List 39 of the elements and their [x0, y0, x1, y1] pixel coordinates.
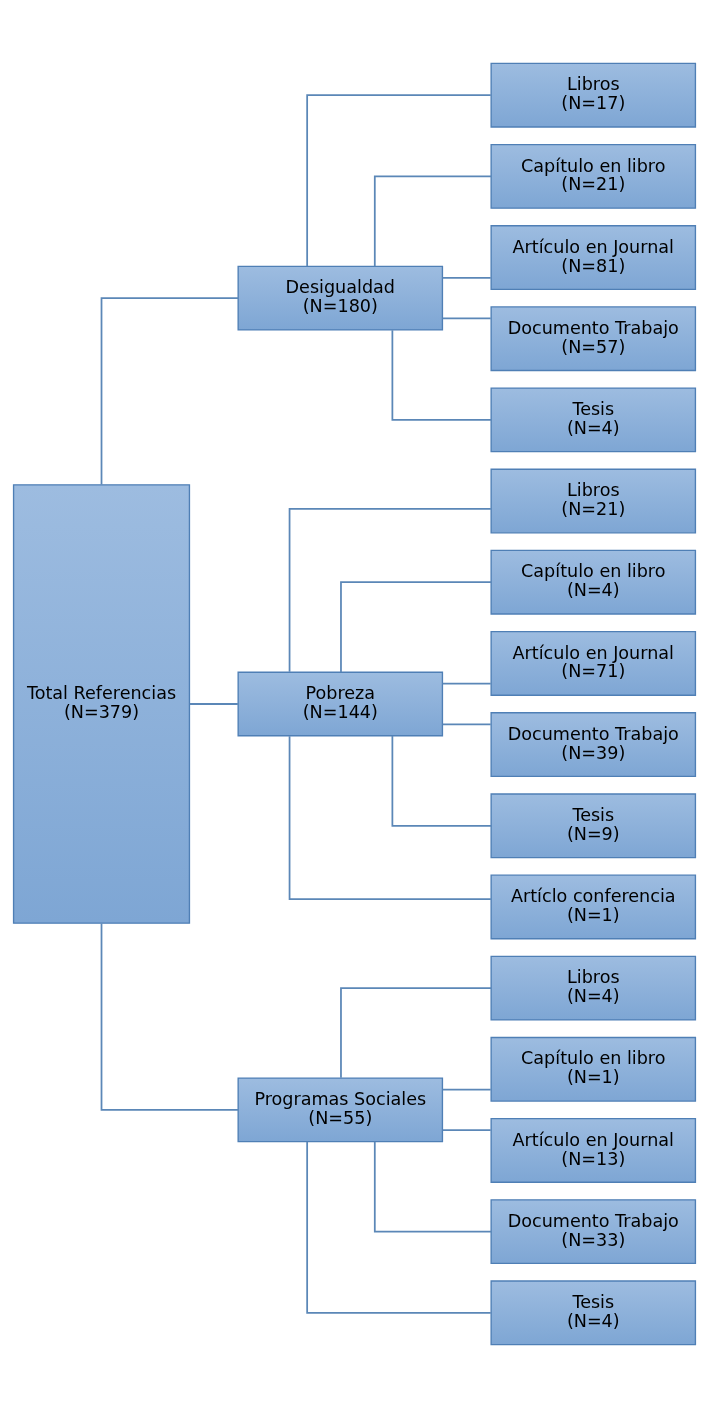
- connector: [441, 682, 492, 685]
- node-box: Libros (N=17): [490, 62, 697, 128]
- node-box: Documento Trabajo (N=33): [490, 1199, 697, 1265]
- node-box: Capítulo en libro (N=4): [490, 549, 697, 615]
- connector: [441, 317, 492, 320]
- connector: [391, 329, 492, 421]
- node-box: Capítulo en libro (N=21): [490, 143, 697, 209]
- connector: [288, 507, 492, 673]
- node-box: Documento Trabajo (N=57): [490, 306, 697, 372]
- node-box: Capítulo en libro (N=1): [490, 1036, 697, 1102]
- node-box: Documento Trabajo (N=39): [490, 712, 697, 778]
- connector: [391, 735, 492, 827]
- node-box: Libros (N=4): [490, 955, 697, 1021]
- connector: [100, 922, 239, 1111]
- node-box: Tesis (N=4): [490, 1280, 697, 1346]
- connector: [188, 703, 239, 705]
- connector: [441, 276, 492, 279]
- node-box: Total Referencias (N=379): [12, 484, 191, 924]
- connector: [100, 297, 239, 486]
- node-box: Artículo en Journal (N=71): [490, 630, 697, 696]
- node-box: Artículo en Journal (N=81): [490, 225, 697, 290]
- connector: [441, 723, 492, 726]
- node-box: Tesis (N=9): [490, 793, 697, 859]
- connector: [441, 1129, 492, 1132]
- connector: [340, 987, 492, 1079]
- node-box: Desigualdad (N=180): [237, 265, 444, 331]
- node-box: Artículo en Journal (N=13): [490, 1118, 697, 1183]
- connector: [373, 1140, 492, 1233]
- connector: [340, 581, 492, 673]
- node-box: Artíclo conferencia (N=1): [490, 874, 697, 940]
- node-box: Pobreza (N=144): [237, 671, 444, 737]
- connector: [288, 735, 492, 901]
- node-box: Programas Sociales (N=55): [237, 1077, 444, 1143]
- connector: [373, 175, 492, 267]
- node-box: Tesis (N=4): [490, 387, 697, 453]
- connector: [306, 1141, 492, 1314]
- node-box: Libros (N=21): [490, 468, 697, 534]
- connector: [441, 1088, 492, 1091]
- connector: [306, 94, 492, 267]
